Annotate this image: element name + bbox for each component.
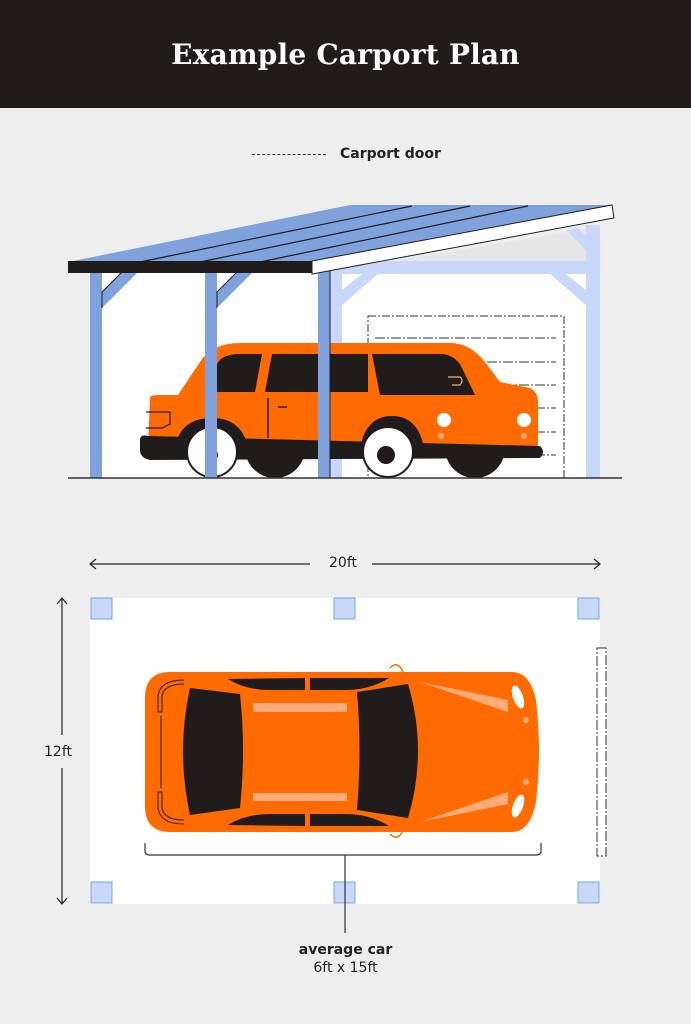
carport-door-plan: [596, 647, 607, 857]
front-post-1: [90, 270, 102, 478]
width-dimension-arrow: [89, 558, 601, 570]
rear-brace-top: [566, 228, 586, 250]
post-bottom-left: [90, 881, 113, 904]
rear-brace-left: [342, 274, 378, 305]
post-bottom-right: [577, 881, 600, 904]
roof-front-edge: [68, 261, 312, 273]
roof-underside-shade: [340, 228, 590, 270]
width-label: 20ft: [323, 555, 363, 571]
rear-brace-right: [550, 274, 586, 305]
page-title: Example Carport Plan: [171, 37, 520, 71]
car-top-icon: [145, 664, 539, 838]
post-top-middle: [333, 597, 356, 620]
caption-dimensions: 6ft x 15ft: [313, 960, 378, 976]
car-caption: average car 6ft x 15ft: [0, 942, 691, 976]
car-length-bracket: [144, 843, 542, 856]
brace-1: [102, 272, 138, 308]
depth-label: 12ft: [42, 742, 74, 762]
front-post-2: [205, 270, 217, 478]
header-banner: Example Carport Plan: [0, 0, 691, 108]
legend-label: Carport door: [340, 146, 441, 162]
post-top-left: [90, 597, 113, 620]
rear-beam: [330, 261, 592, 274]
dash-dot-line-icon: [252, 153, 326, 155]
rear-post-right: [586, 225, 600, 478]
post-top-right: [577, 597, 600, 620]
legend: Carport door: [252, 146, 441, 162]
brace-2: [217, 272, 253, 308]
roof-side-edge: [311, 204, 615, 275]
front-post-3: [318, 262, 330, 478]
caption-title: average car: [298, 942, 393, 958]
depth-dimension-arrow: [56, 597, 68, 905]
